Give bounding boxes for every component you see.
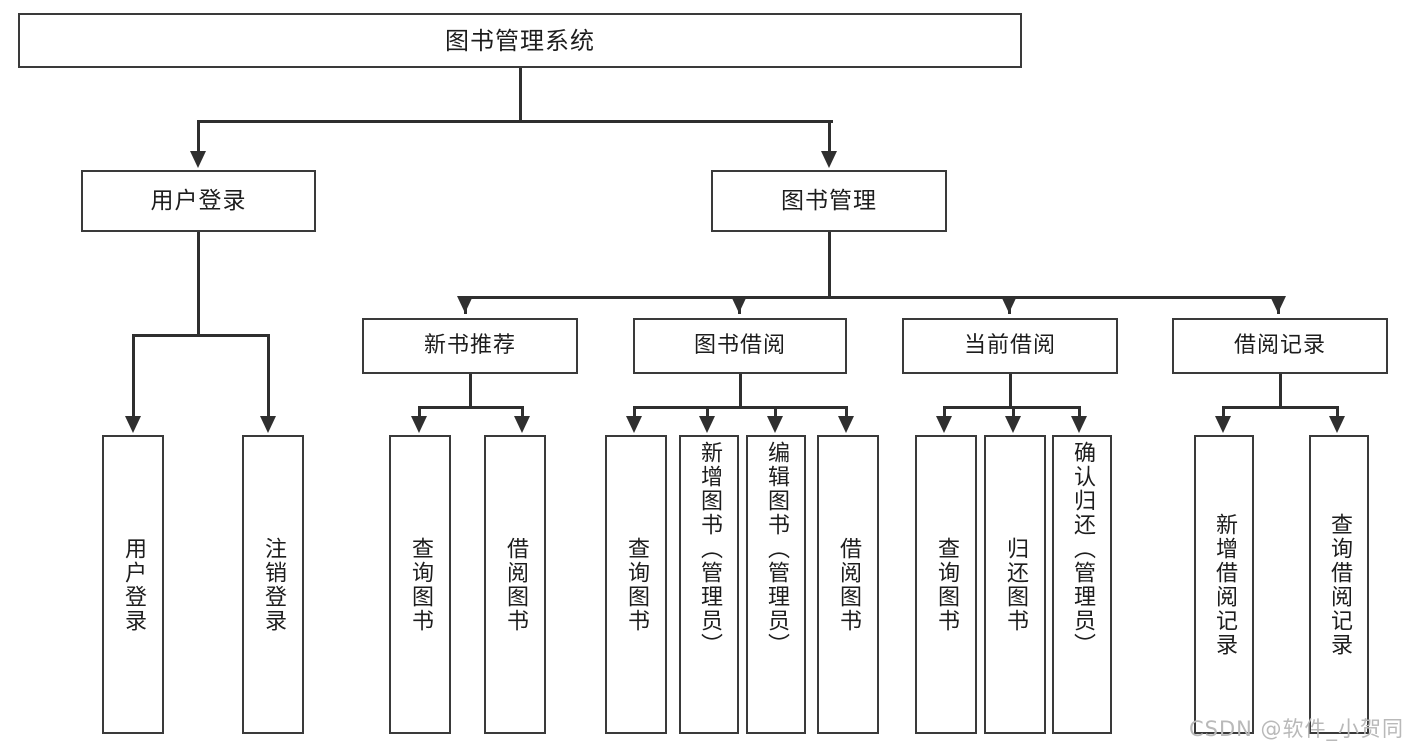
node-leaf-add-book-admin[interactable]: 新增图书（管理员） (679, 435, 739, 734)
connector-newbooks-to-leaf2 (521, 406, 524, 418)
node-leaf-query-borrow-record[interactable]: 查询借阅记录 (1309, 435, 1369, 734)
connector-root-to-bookmgmt (828, 120, 831, 153)
node-leaf-borrow-book-recommend[interactable]: 借阅图书 (484, 435, 546, 734)
node-leaf-borrow-book[interactable]: 借阅图书 (817, 435, 879, 734)
connector-login-to-leaf1 (132, 334, 135, 418)
node-leaf-query-book-recommend[interactable]: 查询图书 (389, 435, 451, 734)
arrow-borrow-to-leaf3 (767, 416, 783, 433)
node-borrow-records[interactable]: 借阅记录 (1172, 318, 1388, 374)
connector-borrow-to-leaf3 (774, 406, 777, 418)
connector-borrow-to-leaf1 (633, 406, 636, 418)
node-leaf-user-login[interactable]: 用户登录 (102, 435, 164, 734)
node-label: 借阅记录 (1233, 333, 1326, 359)
connector-root-stem (519, 68, 522, 122)
connector-newbooks-bus (418, 406, 524, 409)
connector-borrow-to-leaf2 (706, 406, 709, 418)
node-label: 借阅图书 (502, 536, 528, 633)
csdn-watermark: CSDN @软件_小贺同学 (1189, 717, 1405, 741)
node-leaf-add-borrow-record[interactable]: 新增借阅记录 (1194, 435, 1254, 734)
connector-borrow-stem (739, 374, 742, 408)
connector-bookmgmt-stem (828, 232, 831, 298)
node-label: 图书管理系统 (445, 26, 595, 55)
arrow-records-to-leaf2 (1329, 416, 1345, 433)
node-label: 查询图书 (407, 536, 433, 633)
arrow-current-to-leaf2 (1005, 416, 1021, 433)
arrow-borrow-to-leaf4 (838, 416, 854, 433)
arrow-bookmgmt-to-borrow (731, 296, 747, 313)
arrow-login-to-leaf1 (125, 416, 141, 433)
connector-login-bus (132, 334, 270, 337)
node-label: 查询借阅记录 (1326, 512, 1352, 657)
connector-records-to-leaf2 (1336, 406, 1339, 418)
arrow-newbooks-to-leaf1 (411, 416, 427, 433)
connector-current-stem (1009, 374, 1012, 408)
node-label: 新增图书（管理员） (696, 441, 722, 657)
connector-current-to-leaf2 (1012, 406, 1015, 418)
node-book-management[interactable]: 图书管理 (711, 170, 947, 232)
node-label: 编辑图书（管理员） (763, 441, 789, 657)
arrow-bookmgmt-to-records (1270, 296, 1286, 313)
arrow-records-to-leaf1 (1215, 416, 1231, 433)
connector-root-bus (197, 120, 833, 123)
node-label: 归还图书 (1002, 536, 1028, 633)
node-leaf-query-book-current[interactable]: 查询图书 (915, 435, 977, 734)
arrow-bookmgmt-to-current (1001, 296, 1017, 313)
arrow-current-to-leaf3 (1071, 416, 1087, 433)
node-label: 查询图书 (623, 536, 649, 633)
node-label: 用户登录 (120, 536, 146, 633)
arrow-newbooks-to-leaf2 (514, 416, 530, 433)
node-leaf-confirm-return-admin[interactable]: 确认归还（管理员） (1052, 435, 1112, 734)
connector-login-to-leaf2 (267, 334, 270, 418)
node-book-borrow[interactable]: 图书借阅 (633, 318, 847, 374)
node-label: 图书借阅 (693, 333, 786, 359)
arrow-borrow-to-leaf1 (626, 416, 642, 433)
connector-borrow-bus (633, 406, 847, 409)
connector-login-stem (197, 232, 200, 336)
node-label: 注销登录 (260, 536, 286, 633)
node-new-book-recommend[interactable]: 新书推荐 (362, 318, 578, 374)
arrow-borrow-to-leaf2 (699, 416, 715, 433)
node-label: 查询图书 (933, 536, 959, 633)
node-label: 图书管理 (781, 187, 877, 214)
node-label: 新书推荐 (423, 333, 516, 359)
arrow-login-to-leaf2 (260, 416, 276, 433)
arrow-bookmgmt-to-newbooks (457, 296, 473, 313)
connector-current-bus (943, 406, 1080, 409)
node-root-system[interactable]: 图书管理系统 (18, 13, 1022, 68)
node-current-borrow[interactable]: 当前借阅 (902, 318, 1118, 374)
node-leaf-return-book[interactable]: 归还图书 (984, 435, 1046, 734)
connector-records-stem (1279, 374, 1282, 408)
connector-current-to-leaf3 (1078, 406, 1081, 418)
arrow-current-to-leaf1 (936, 416, 952, 433)
arrow-root-to-login (190, 151, 206, 168)
node-user-login[interactable]: 用户登录 (81, 170, 316, 232)
node-leaf-logout[interactable]: 注销登录 (242, 435, 304, 734)
connector-root-to-login (197, 120, 200, 153)
connector-newbooks-to-leaf1 (418, 406, 421, 418)
connector-records-bus (1222, 406, 1339, 409)
node-leaf-query-book-borrow[interactable]: 查询图书 (605, 435, 667, 734)
node-label: 借阅图书 (835, 536, 861, 633)
node-label: 当前借阅 (963, 333, 1056, 359)
node-label: 用户登录 (150, 187, 247, 214)
node-leaf-edit-book-admin[interactable]: 编辑图书（管理员） (746, 435, 806, 734)
arrow-root-to-bookmgmt (821, 151, 837, 168)
connector-bookmgmt-bus (464, 296, 1280, 299)
node-label: 确认归还（管理员） (1069, 441, 1095, 657)
node-label: 新增借阅记录 (1211, 512, 1237, 657)
connector-borrow-to-leaf4 (845, 406, 848, 418)
connector-records-to-leaf1 (1222, 406, 1225, 418)
connector-newbooks-stem (469, 374, 472, 408)
connector-current-to-leaf1 (943, 406, 946, 418)
